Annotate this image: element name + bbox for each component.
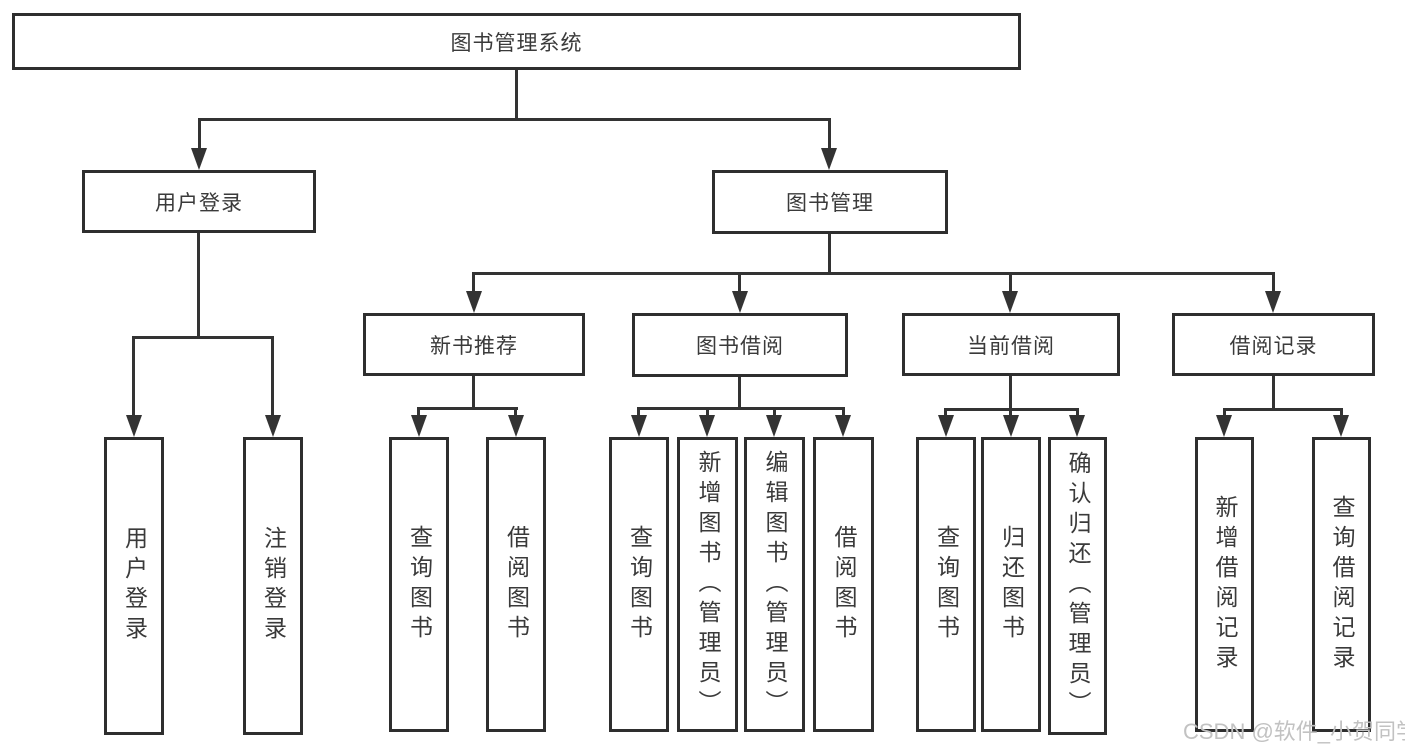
connector-book-borrowing-branch (637, 407, 845, 410)
leaf-br-query-record: 查询借阅记录 (1312, 437, 1371, 732)
connector-drop-user-login (198, 118, 201, 148)
leaf-bb-borrow-books: 借阅图书 (813, 437, 874, 732)
leaf-bb-add-books-admin: 新增图书（管理员） (677, 437, 738, 732)
connector-drop-borrowing-records (1272, 272, 1275, 291)
leaf-bb-query-books: 查询图书 (609, 437, 669, 732)
arrowhead-user-login (191, 148, 207, 170)
node-book-management: 图书管理 (712, 170, 948, 234)
connector-drop-br-query (1340, 408, 1343, 417)
connector-user-login-stem (197, 233, 200, 336)
connector-drop-bb-add (706, 407, 709, 417)
arrowhead-br-query (1333, 415, 1349, 437)
arrowhead-bb-edit (766, 415, 782, 437)
arrowhead-bb-add (699, 415, 715, 437)
connector-new-book-branch (418, 407, 518, 410)
connector-borrowing-records-branch (1223, 408, 1343, 411)
arrowhead-cb-confirm (1069, 415, 1085, 437)
leaf-nb-query-books: 查询图书 (389, 437, 449, 732)
arrowhead-book-borrowing (732, 291, 748, 313)
node-borrowing-records: 借阅记录 (1172, 313, 1375, 376)
arrowhead-leaf-logout (265, 415, 281, 437)
connector-user-login-branch (132, 336, 274, 339)
arrowhead-current-borrowing (1002, 291, 1018, 313)
arrowhead-br-add (1216, 415, 1232, 437)
connector-root-stem (515, 70, 518, 118)
connector-drop-book-borrowing (738, 272, 741, 291)
leaf-cb-confirm-return-admin: 确认归还（管理员） (1048, 437, 1107, 735)
connector-drop-nb-query (417, 407, 420, 417)
leaf-logout: 注销登录 (243, 437, 303, 735)
connector-drop-current-borrowing (1009, 272, 1012, 291)
arrowhead-new-book (466, 291, 482, 313)
node-new-book-recommend: 新书推荐 (363, 313, 585, 376)
arrowhead-bb-borrow (835, 415, 851, 437)
node-book-borrowing: 图书借阅 (632, 313, 848, 377)
connector-borrowing-records-stem (1272, 376, 1275, 408)
leaf-bb-edit-books-admin: 编辑图书（管理员） (744, 437, 805, 732)
leaf-cb-return-books: 归还图书 (981, 437, 1041, 732)
leaf-cb-query-books: 查询图书 (916, 437, 976, 732)
arrowhead-leaf-login (126, 415, 142, 437)
connector-drop-leaf-login (132, 336, 135, 415)
node-library-system: 图书管理系统 (12, 13, 1021, 70)
connector-book-management-stem (828, 234, 831, 272)
arrowhead-nb-query (411, 415, 427, 437)
connector-drop-cb-return (1009, 408, 1012, 417)
connector-drop-book-management (828, 118, 831, 148)
arrowhead-borrowing-records (1265, 291, 1281, 313)
connector-drop-bb-borrow (842, 407, 845, 417)
connector-current-borrowing-stem (1009, 376, 1012, 408)
connector-drop-leaf-logout (271, 336, 274, 415)
leaf-user-login: 用户登录 (104, 437, 164, 735)
connector-drop-bb-edit (773, 407, 776, 417)
connector-drop-new-book (472, 272, 475, 291)
connector-drop-br-add (1223, 408, 1226, 417)
arrowhead-cb-query (938, 415, 954, 437)
connector-new-book-stem (472, 376, 475, 407)
leaf-br-add-record: 新增借阅记录 (1195, 437, 1254, 732)
node-current-borrowing: 当前借阅 (902, 313, 1120, 376)
leaf-nb-borrow-books: 借阅图书 (486, 437, 546, 732)
connector-drop-bb-query (637, 407, 640, 417)
connector-book-management-branch (472, 272, 1275, 275)
connector-drop-nb-borrow (514, 407, 517, 417)
connector-root-branch (198, 118, 831, 121)
csdn-watermark: CSDN @软件_小贺同学 (1183, 719, 1405, 744)
arrowhead-book-management (821, 148, 837, 170)
arrowhead-bb-query (631, 415, 647, 437)
connector-book-borrowing-stem (738, 377, 741, 407)
arrowhead-nb-borrow (508, 415, 524, 437)
connector-drop-cb-confirm (1076, 408, 1079, 417)
node-user-login: 用户登录 (82, 170, 316, 233)
connector-drop-cb-query (944, 408, 947, 417)
arrowhead-cb-return (1003, 415, 1019, 437)
